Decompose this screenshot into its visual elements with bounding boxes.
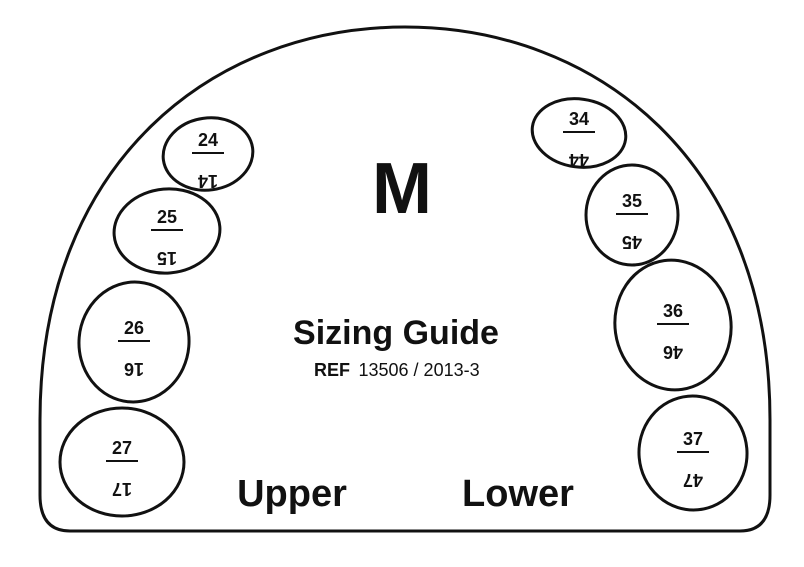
tooth-outline <box>613 258 733 392</box>
tooth-bottom-number: 46 <box>663 342 683 362</box>
tooth-24: 24 14 <box>161 116 255 192</box>
tooth-35: 35 45 <box>584 163 680 267</box>
tooth-top-number: 35 <box>622 191 642 211</box>
tooth-outline <box>637 394 749 512</box>
tooth-outline <box>584 163 680 267</box>
tooth-27: 27 17 <box>58 406 186 518</box>
ref-line: REF 13506 / 2013-3 <box>314 360 480 380</box>
tooth-top-number: 37 <box>683 429 703 449</box>
tooth-outline <box>77 280 191 404</box>
tooth-bottom-number: 14 <box>198 171 218 191</box>
lower-label: Lower <box>462 473 574 515</box>
tooth-top-number: 34 <box>569 109 589 129</box>
ref-label: REF <box>314 360 350 380</box>
tooth-34: 34 44 <box>530 97 628 170</box>
upper-label: Upper <box>237 473 347 515</box>
tooth-bottom-number: 15 <box>157 248 177 268</box>
tooth-bottom-number: 47 <box>683 470 703 490</box>
tooth-bottom-number: 17 <box>112 479 132 499</box>
tooth-25: 25 15 <box>112 187 222 275</box>
tooth-26: 26 16 <box>77 280 191 404</box>
tooth-bottom-number: 45 <box>622 232 642 252</box>
tooth-37: 37 47 <box>637 394 749 512</box>
title: Sizing Guide <box>293 314 499 352</box>
tooth-36: 36 46 <box>613 258 733 392</box>
tooth-outline <box>530 97 628 169</box>
size-letter: M <box>372 149 432 229</box>
ref-value: 13506 / 2013-3 <box>359 360 480 380</box>
tooth-top-number: 24 <box>198 130 218 150</box>
tooth-bottom-number: 16 <box>124 359 144 379</box>
tooth-top-number: 36 <box>663 301 683 321</box>
tooth-outline <box>58 406 186 518</box>
tooth-outline <box>161 116 255 192</box>
tooth-bottom-number: 44 <box>569 150 589 170</box>
tooth-outline <box>112 187 222 275</box>
tooth-top-number: 27 <box>112 438 132 458</box>
tooth-top-number: 26 <box>124 318 144 338</box>
tooth-top-number: 25 <box>157 207 177 227</box>
arch-outline <box>38 25 772 533</box>
